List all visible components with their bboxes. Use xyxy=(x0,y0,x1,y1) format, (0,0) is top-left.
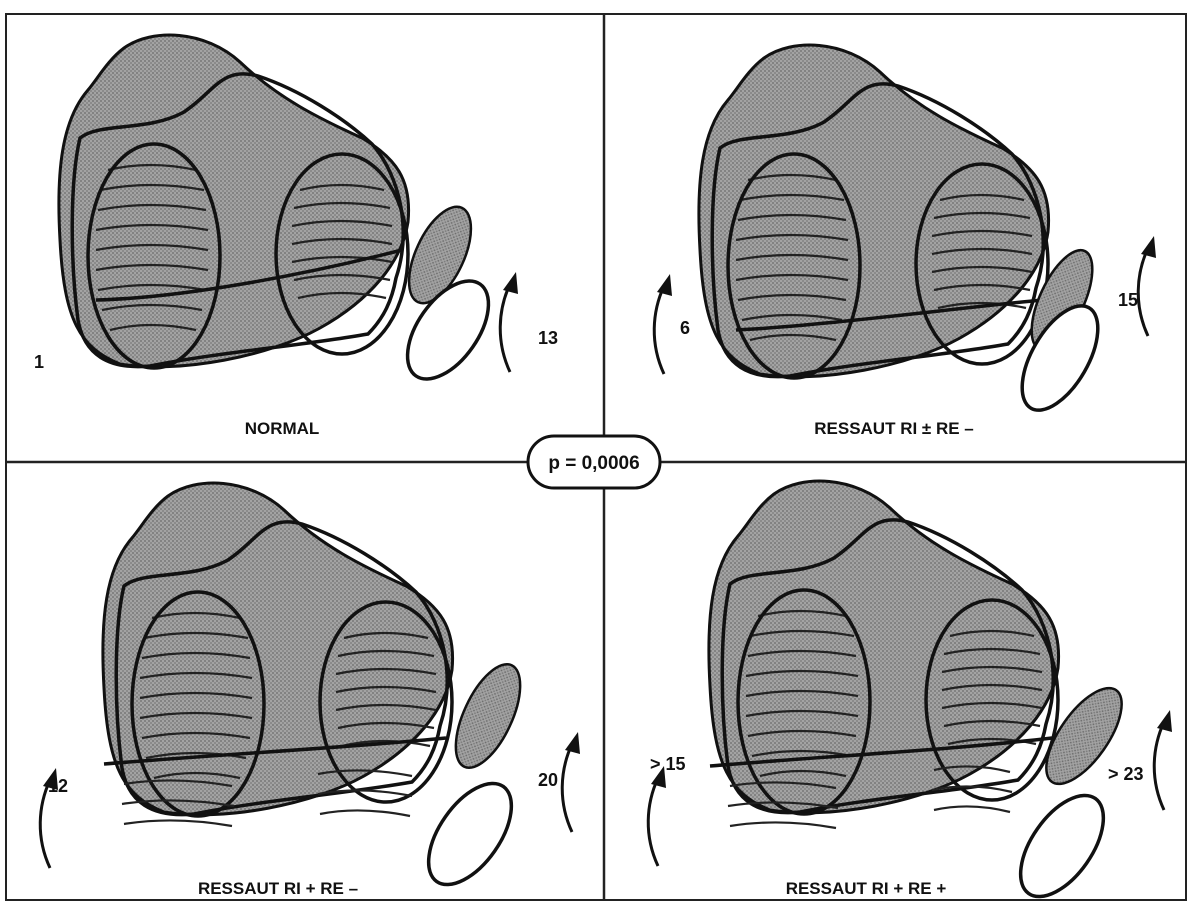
fibular-head-outline xyxy=(1004,781,1120,904)
fibular-head-outline xyxy=(1007,294,1113,422)
rotation-arrow-right xyxy=(500,272,518,372)
right-value: 20 xyxy=(538,770,558,790)
left-value: 1 xyxy=(34,352,44,372)
panel-ressaut-ri-plus-re-minus: 12 20 RESSAUT RI + RE – xyxy=(40,483,580,899)
panel-caption: RESSAUT RI ± RE – xyxy=(814,419,974,438)
left-value: 6 xyxy=(680,318,690,338)
right-value: 15 xyxy=(1118,290,1138,310)
panel-caption: RESSAUT RI + RE – xyxy=(198,879,358,898)
fibular-head-shaded xyxy=(443,655,534,777)
panel-caption: RESSAUT RI + RE + xyxy=(786,879,947,898)
panel-caption: NORMAL xyxy=(245,419,320,438)
panel-ressaut-ri-pm-re-minus: 6 15 RESSAUT RI ± RE – xyxy=(654,45,1156,438)
rotation-arrow-left xyxy=(654,274,672,374)
left-value: 12 xyxy=(48,776,68,796)
rotation-arrow-left xyxy=(648,766,666,866)
rotation-arrow-right xyxy=(1138,236,1156,336)
left-value: > 15 xyxy=(650,754,686,774)
rotation-arrow-right xyxy=(562,732,580,832)
p-value-text: p = 0,0006 xyxy=(548,453,639,474)
right-value: > 23 xyxy=(1108,764,1144,784)
rotation-arrow-right xyxy=(1154,710,1172,810)
right-value: 13 xyxy=(538,328,558,348)
p-value-badge: p = 0,0006 xyxy=(528,436,660,488)
panel-ressaut-ri-plus-re-plus: > 15 > 23 RESSAUT RI + RE + xyxy=(648,481,1172,904)
panel-normal: 1 13 NORMAL xyxy=(34,35,558,438)
